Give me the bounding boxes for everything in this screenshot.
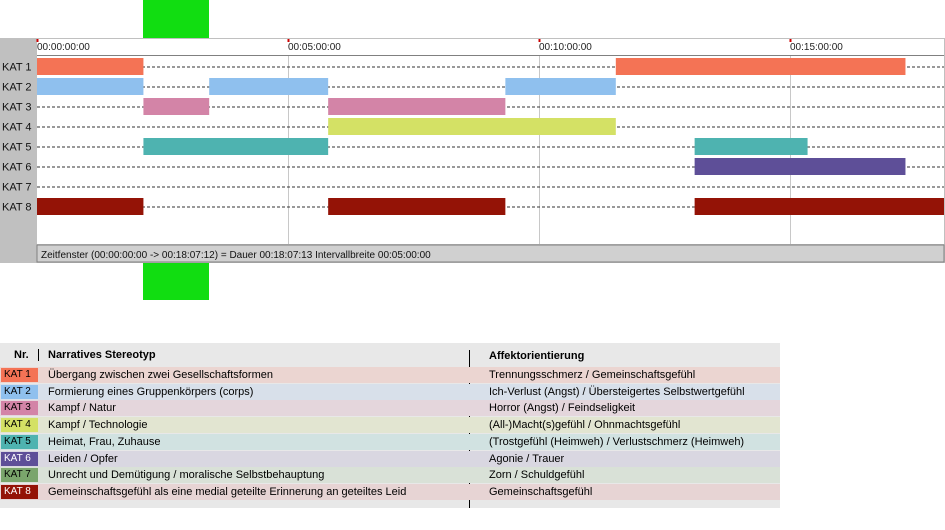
affect-cell: (All-)Macht(s)gefühl / Ohnmachtsgefühl xyxy=(489,419,681,432)
header-nr: Nr. xyxy=(14,349,29,361)
narrative-cell: Gemeinschaftsgefühl als eine medial gete… xyxy=(48,485,407,498)
legend-row: KAT 2 Formierung eines Gruppenkörpers (co… xyxy=(0,383,780,400)
row-label: KAT 4 xyxy=(2,122,32,134)
segment-bar[interactable] xyxy=(37,78,144,95)
row-label: KAT 3 xyxy=(2,102,32,114)
kat-badge: KAT 2 xyxy=(1,384,38,399)
time-ruler xyxy=(37,39,944,55)
segment-bar[interactable] xyxy=(694,158,906,175)
kat-badge: KAT 1 xyxy=(1,368,38,382)
header-affect: Affektorientierung xyxy=(489,350,585,362)
segment-bar[interactable] xyxy=(328,198,506,215)
row-label: KAT 6 xyxy=(2,162,32,174)
affect-cell: Zorn / Schuldgefühl xyxy=(489,469,585,482)
narrative-cell: Kampf / Technologie xyxy=(48,419,148,432)
segment-bar[interactable] xyxy=(694,138,808,155)
row-label: KAT 5 xyxy=(2,142,32,154)
affect-cell: Gemeinschaftsgefühl xyxy=(489,485,593,498)
tick-label: 00:15:00:00 xyxy=(790,42,843,53)
segment-bar[interactable] xyxy=(328,98,506,115)
segment-bar[interactable] xyxy=(143,138,329,155)
narrative-cell: Heimat, Frau, Zuhause xyxy=(48,435,161,448)
affect-cell: Trennungsschmerz / Gemeinschaftsgefühl xyxy=(489,369,696,381)
status-text: Zeitfenster (00:00:00:00 -> 00:18:07:12)… xyxy=(41,250,431,261)
tick-label: 00:00:00:00 xyxy=(37,42,90,53)
selection-marker-top[interactable] xyxy=(143,0,209,38)
legend-row: KAT 5 Heimat, Frau, Zuhause (Trostgefühl (… xyxy=(0,433,780,450)
segment-bar[interactable] xyxy=(209,78,329,95)
narrative-cell: Unrecht und Demütigung / moralische Selb… xyxy=(48,469,325,482)
segment-bar[interactable] xyxy=(505,78,616,95)
kat-badge: KAT 4 xyxy=(1,418,38,433)
affect-cell: (Trostgefühl (Heimweh) / Verlustschmerz … xyxy=(489,435,745,448)
nr-separator xyxy=(38,349,39,361)
affect-cell: Agonie / Trauer xyxy=(489,452,565,465)
row-labels: KAT 1 KAT 2 KAT 3 KAT 4 KAT 5 KAT 6 KAT 7 KAT 8 xyxy=(2,62,32,214)
legend-table: Nr. Narratives Stereotyp Affektorientier… xyxy=(0,343,780,508)
segment-bar[interactable] xyxy=(37,58,144,75)
timeline-chart: 00:00:00:00 00:05:00:00 00:10:00:00 00:15:0… xyxy=(0,38,945,263)
segment-bar[interactable] xyxy=(615,58,906,75)
affect-cell: Horror (Angst) / Feindseligkeit xyxy=(489,402,636,415)
selection-marker-bottom[interactable] xyxy=(143,263,209,300)
narrative-cell: Formierung eines Gruppenkörpers (corps) xyxy=(48,385,254,398)
tick-label: 00:05:00:00 xyxy=(288,42,341,53)
timeline-svg: 00:00:00:00 00:05:00:00 00:10:00:00 00:15:0… xyxy=(0,38,945,263)
narrative-cell: Übergang zwischen zwei Gesellschaftsform… xyxy=(48,369,273,381)
legend-row: KAT 1 Übergang zwischen zwei Gesellschaft… xyxy=(0,367,780,383)
segments xyxy=(37,58,944,215)
header-narrative: Narratives Stereotyp xyxy=(48,349,156,361)
affect-cell: Ich-Verlust (Angst) / Übersteigertes Sel… xyxy=(489,385,745,398)
kat-badge: KAT 8 xyxy=(1,484,38,499)
tick-labels: 00:00:00:00 00:05:00:00 00:10:00:00 00:15:0… xyxy=(36,39,843,53)
legend-row: KAT 7 Unrecht und Demütigung / moralische… xyxy=(0,467,780,484)
narrative-cell: Leiden / Opfer xyxy=(48,452,118,465)
kat-badge: KAT 3 xyxy=(1,401,38,416)
row-label: KAT 2 xyxy=(2,82,32,94)
segment-bar[interactable] xyxy=(37,198,144,215)
row-label: KAT 8 xyxy=(2,202,32,214)
segment-bar[interactable] xyxy=(328,118,616,135)
kat-badge: KAT 6 xyxy=(1,451,38,466)
legend-row: KAT 4 Kampf / Technologie (All-)Macht(s)ge… xyxy=(0,417,780,434)
row-label: KAT 7 xyxy=(2,182,32,194)
segment-bar[interactable] xyxy=(694,198,944,215)
tick-label: 00:10:00:00 xyxy=(539,42,592,53)
legend-row: KAT 8 Gemeinschaftsgefühl als eine medial… xyxy=(0,483,780,500)
kat-badge: KAT 7 xyxy=(1,468,38,483)
status-bar xyxy=(36,244,945,263)
legend-row: KAT 3 Kampf / Natur Horror (Angst) / Feind… xyxy=(0,400,780,417)
row-label: KAT 1 xyxy=(2,62,32,74)
segment-bar[interactable] xyxy=(143,98,210,115)
kat-badge: KAT 5 xyxy=(1,434,38,449)
legend-row: KAT 6 Leiden / Opfer Agonie / Trauer xyxy=(0,450,780,467)
narrative-cell: Kampf / Natur xyxy=(48,402,116,415)
